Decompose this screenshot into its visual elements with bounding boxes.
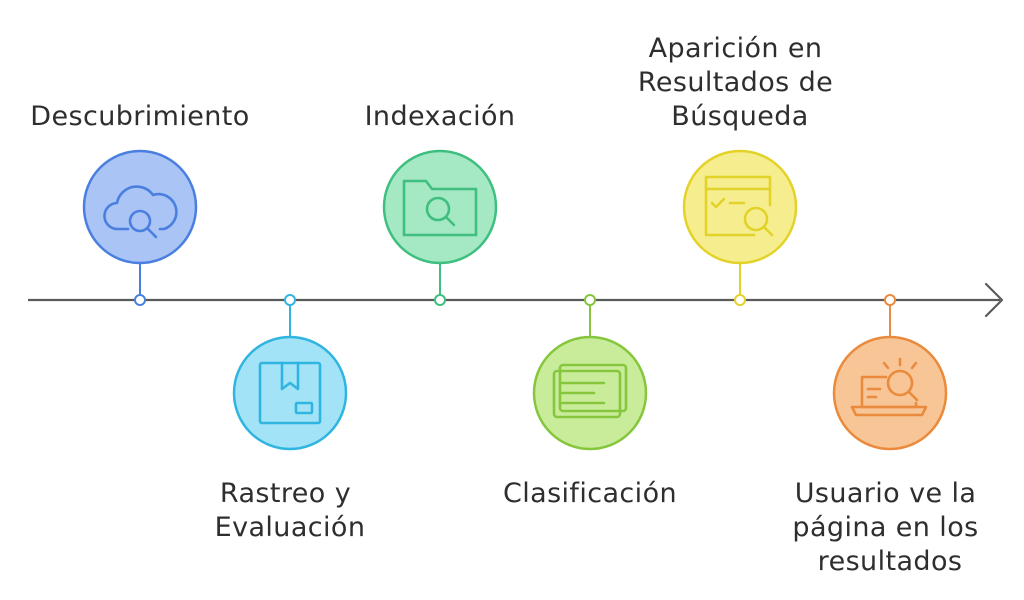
step-results: Aparición en Resultados de Búsqueda (638, 33, 842, 306)
label-line: Evaluación (215, 512, 366, 543)
label-line: Rastreo y (220, 478, 351, 509)
step-label: Rastreo y Evaluación (215, 478, 366, 543)
step-ranking: Clasificación (503, 294, 677, 509)
step-circle (832, 335, 948, 451)
cards-icon (552, 363, 628, 419)
timeline-dot (884, 294, 896, 306)
label-line: Resultados de (638, 67, 833, 98)
timeline-dot (584, 294, 596, 306)
step-label: Usuario ve la página en los resultados (792, 478, 987, 577)
step-circle (82, 149, 198, 265)
timeline-dot (284, 294, 296, 306)
timeline-dot (434, 294, 446, 306)
step-label: Clasificación (503, 478, 677, 509)
laptop-search-icon (850, 357, 928, 417)
step-circle (682, 149, 798, 265)
step-circle (382, 149, 498, 265)
folder-search-icon (402, 179, 478, 237)
step-label: Aparición en Resultados de Búsqueda (638, 33, 842, 132)
box-icon (258, 361, 322, 425)
cloud-search-icon (103, 185, 178, 239)
timeline-dot (734, 294, 746, 306)
axis-arrowhead (984, 282, 1004, 318)
label-line: Aparición en (649, 33, 823, 64)
timeline-dot (134, 294, 146, 306)
label-line: Descubrimiento (30, 101, 249, 132)
browser-search-icon (704, 175, 774, 237)
label-line: Búsqueda (671, 101, 808, 132)
step-label: Indexación (365, 101, 516, 132)
step-label: Descubrimiento (30, 101, 249, 132)
label-line: Usuario ve la (795, 478, 977, 509)
step-user: Usuario ve la página en los resultados (792, 294, 987, 577)
label-line: página en los (792, 512, 978, 543)
step-circle (232, 335, 348, 451)
step-discovery: Descubrimiento (30, 101, 249, 306)
timeline-axis (28, 282, 1004, 318)
label-line: Clasificación (503, 478, 677, 509)
step-index: Indexación (365, 101, 516, 306)
label-line: resultados (818, 546, 963, 577)
step-crawl: Rastreo y Evaluación (215, 294, 366, 543)
label-line: Indexación (365, 101, 516, 132)
